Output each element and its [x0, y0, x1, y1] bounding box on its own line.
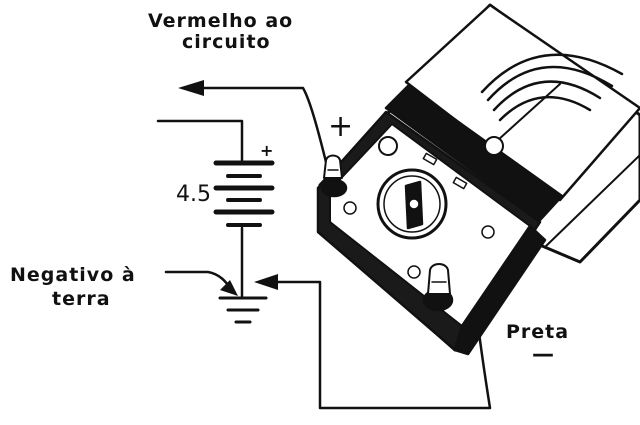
battery-voltage-label: 4.5 — [176, 182, 211, 207]
meter-needle-icon — [497, 83, 561, 141]
red-lead-label-line1: Vermelho ao — [148, 10, 294, 32]
multimeter — [316, 3, 640, 356]
battery-symbol — [213, 160, 275, 227]
negative-ground-label-line2: terra — [52, 288, 111, 310]
negative-ground-label-line1: Negativo à — [10, 264, 136, 286]
battery-positive-label: + — [260, 141, 274, 160]
red-lead-arrow-icon — [178, 80, 204, 96]
black-lead-label: Preta — [506, 321, 570, 343]
negative-terminal-label: — — [532, 342, 554, 367]
negative-probe-jack — [422, 263, 454, 312]
negative-ground-pointer — [164, 270, 234, 292]
positive-probe-jack — [320, 154, 348, 198]
meter-window-band — [384, 84, 564, 222]
ground-symbol-icon — [218, 296, 268, 324]
red-lead-label-line2: circuito — [182, 31, 271, 53]
battery-top-wire — [156, 119, 244, 162]
black-lead-arrow-icon — [254, 274, 278, 290]
red-lead-wire — [184, 86, 328, 164]
meter-scale-arcs — [480, 53, 624, 122]
positive-terminal-label: + — [328, 109, 354, 144]
negative-ground-arrow-icon — [220, 280, 238, 296]
zero-adjust-knob — [378, 136, 398, 156]
